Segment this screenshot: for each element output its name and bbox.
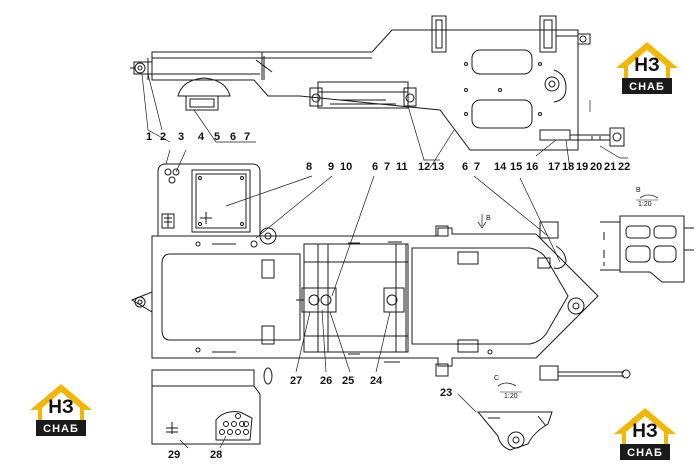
callout-25: 25 (342, 375, 354, 387)
callout-20: 20 (590, 161, 602, 173)
callout-11: 11 (396, 161, 408, 173)
callout-18: 18 (562, 161, 574, 173)
callout-6: 6 (230, 131, 236, 143)
callout-7b: 7 (384, 161, 390, 173)
callout-27: 27 (290, 375, 302, 387)
step-plate (151, 369, 261, 445)
callout-6b: 6 (372, 161, 378, 173)
detail-view-c (476, 382, 553, 451)
callout-24: 24 (370, 375, 383, 387)
detail-view-b (600, 194, 694, 283)
logo-house-icon (614, 408, 676, 460)
callout-29: 29 (168, 449, 180, 461)
callout-5: 5 (214, 131, 220, 143)
logo-house-icon (616, 42, 678, 94)
logo-text: СНАБ (43, 423, 79, 435)
logo-mark: НЗ (634, 55, 660, 76)
view-b-arrow-label: B (486, 215, 491, 222)
callout-7: 7 (244, 131, 250, 143)
callout-26: 26 (320, 375, 332, 387)
view-b-scale: 1:20 (638, 201, 652, 208)
callout-13: 13 (432, 161, 444, 173)
callout-22: 22 (618, 161, 630, 173)
logo-mark: НЗ (632, 421, 658, 442)
callout-17: 17 (548, 161, 560, 173)
view-b-arrow (477, 214, 487, 229)
callout-2: 2 (160, 131, 166, 143)
callout-7c: 7 (474, 161, 480, 173)
callout-14: 14 (494, 161, 507, 173)
main-leader-lines (165, 149, 561, 449)
callout-10: 10 (340, 161, 352, 173)
callout-23: 23 (440, 387, 452, 399)
callout-9: 9 (328, 161, 334, 173)
logo-mark: НЗ (48, 397, 74, 418)
watermark-logo-top-right: НЗ СНАБ (614, 40, 680, 98)
callout-28: 28 (210, 449, 222, 461)
top-leader-lines (141, 73, 628, 171)
callout-8: 8 (306, 161, 312, 173)
view-b-label: B (636, 187, 641, 194)
view-c-label: C (494, 375, 499, 382)
view-c-scale: 1:20 (504, 393, 518, 400)
callout-21: 21 (604, 161, 616, 173)
callout-1: 1 (146, 131, 152, 143)
callout-12: 12 (418, 161, 430, 173)
watermark-logo-bottom-right: НЗ СНАБ (612, 406, 678, 464)
logo-house-icon (30, 384, 92, 436)
main-frame (130, 221, 631, 385)
callout-16: 16 (526, 161, 538, 173)
cab-platform (157, 163, 261, 237)
callout-19: 19 (576, 161, 588, 173)
upper-frame-section (130, 15, 625, 151)
logo-text: СНАБ (627, 447, 663, 459)
watermark-logo-bottom-left: НЗ СНАБ (28, 382, 94, 440)
callout-15: 15 (510, 161, 522, 173)
callout-3: 3 (178, 131, 184, 143)
callout-4: 4 (198, 131, 205, 143)
callout-6c: 6 (462, 161, 468, 173)
logo-text: СНАБ (629, 81, 665, 93)
